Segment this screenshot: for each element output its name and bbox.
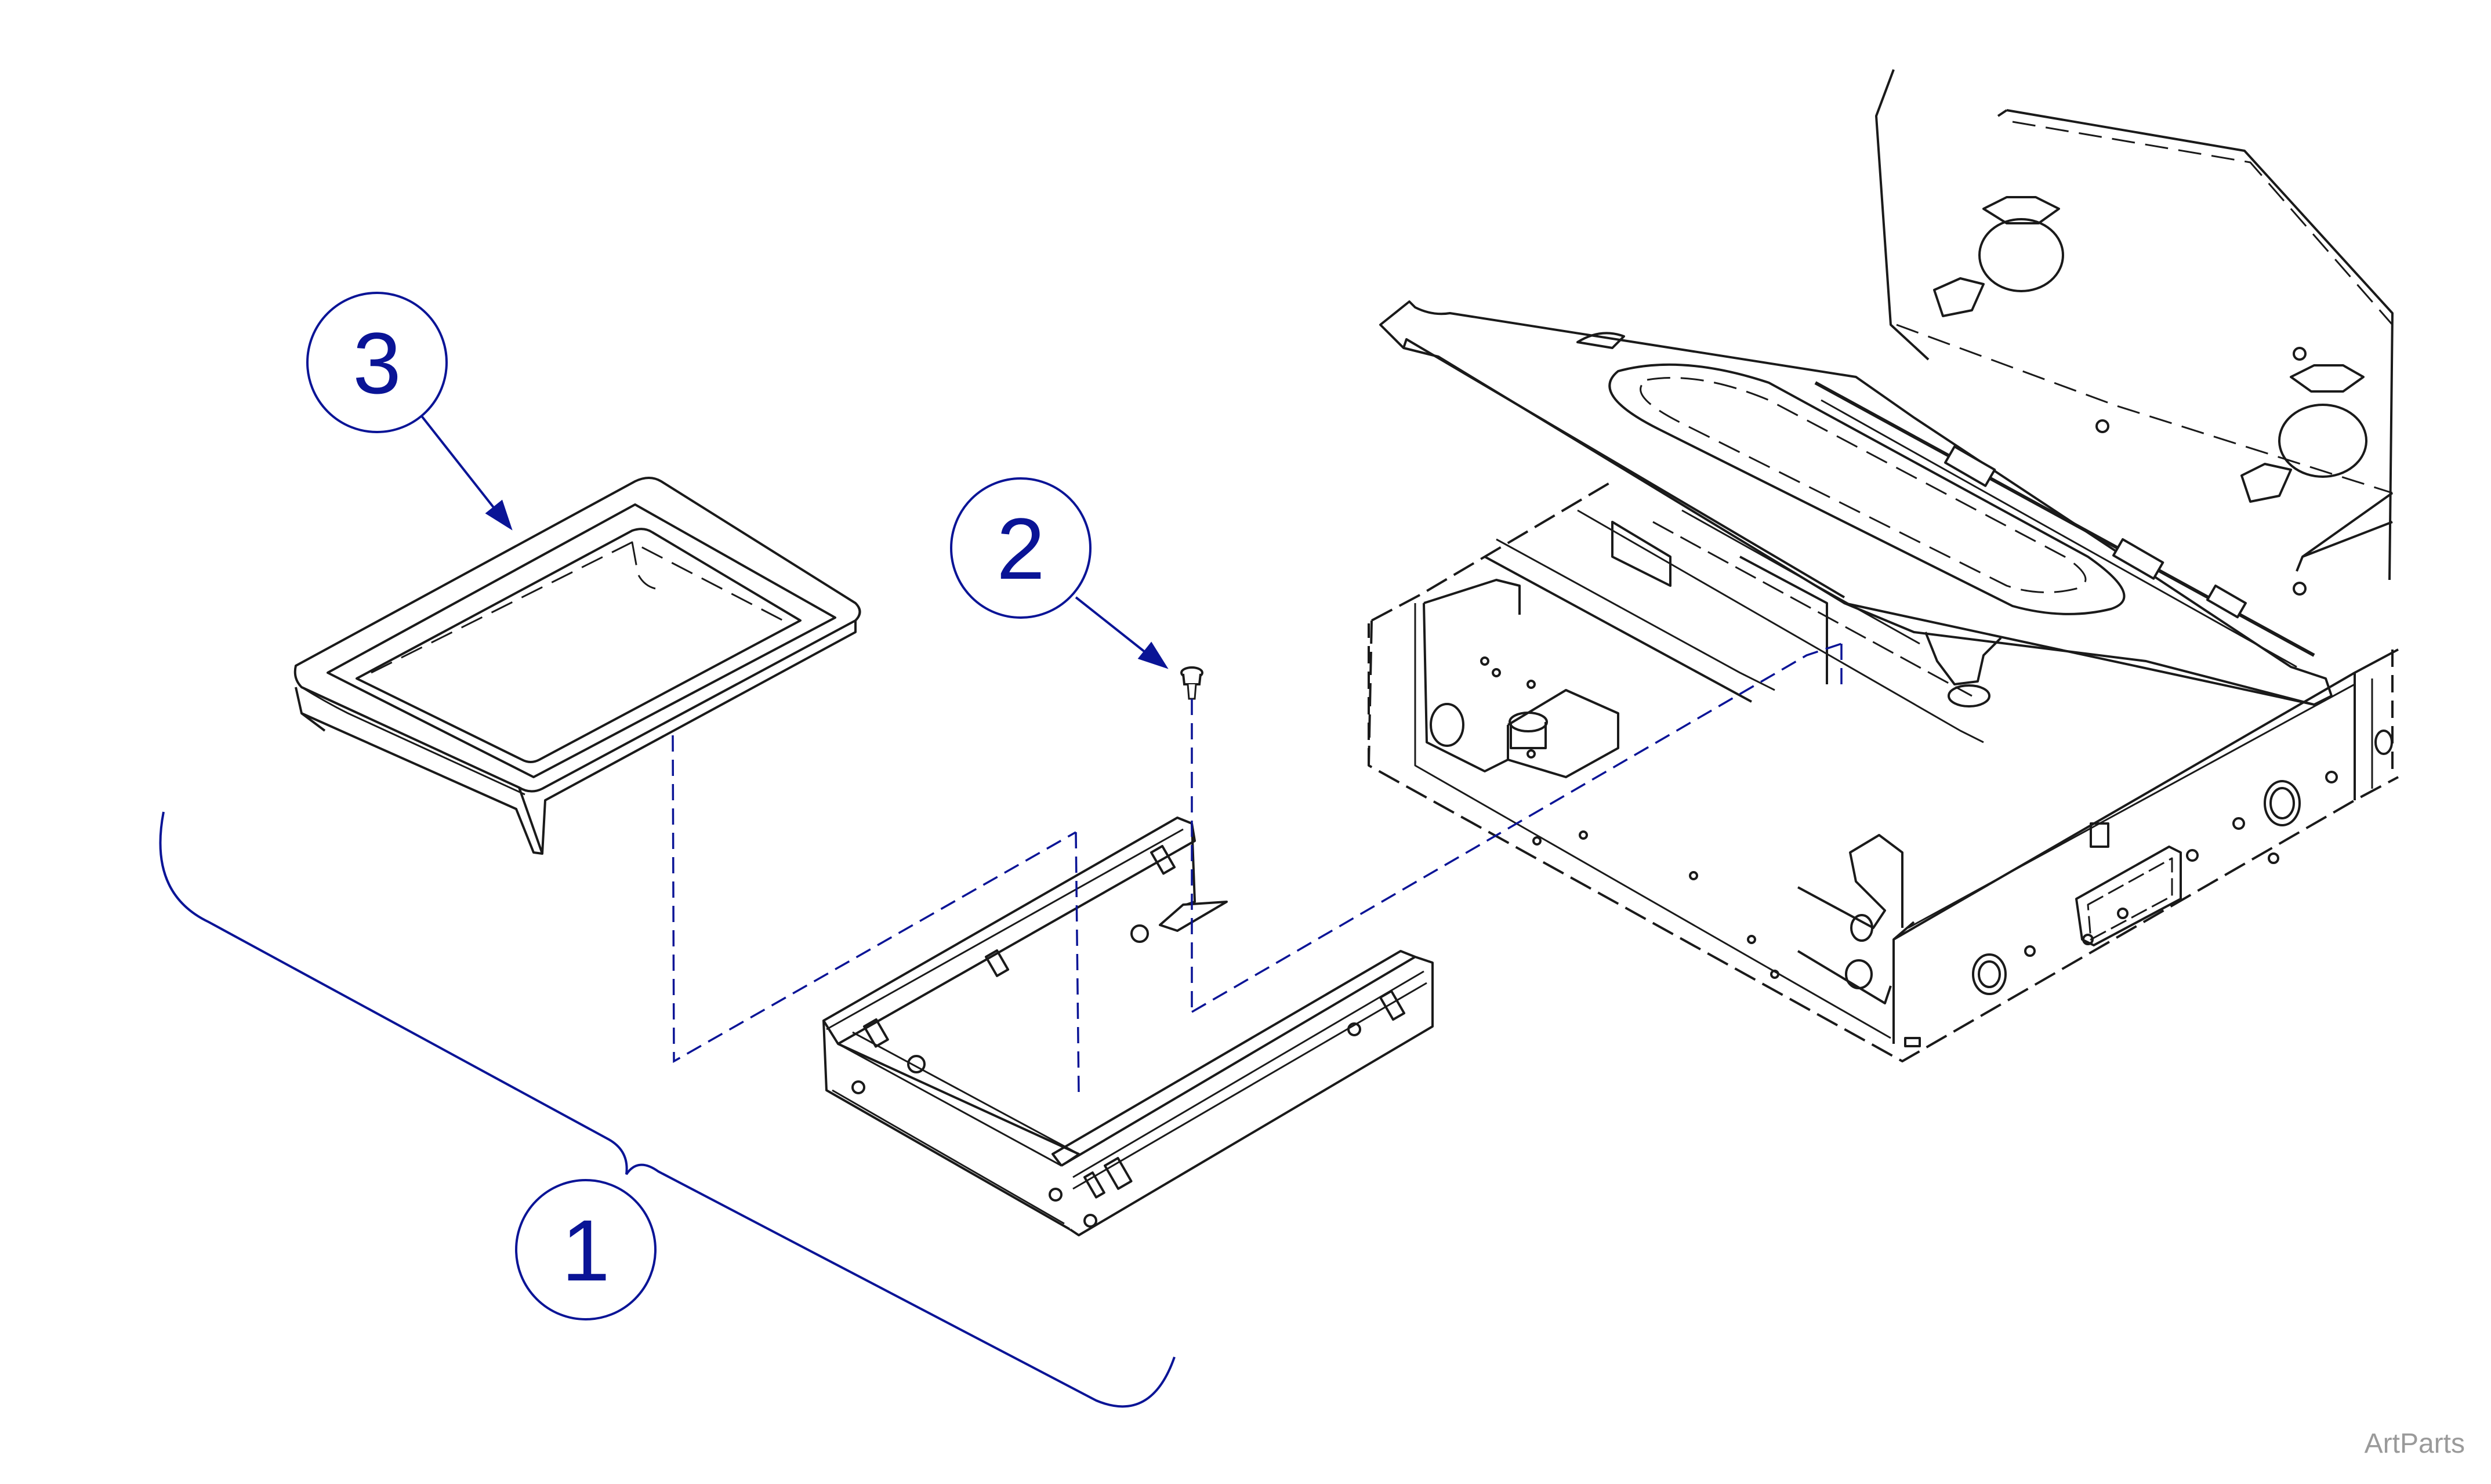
callout-2: 2 (950, 477, 1092, 619)
callout-3: 3 (306, 292, 448, 433)
tray-part (293, 477, 861, 855)
callout-arrows (419, 413, 1169, 669)
explode-lines (672, 643, 1843, 1094)
callout-1: 1 (515, 1179, 657, 1320)
screw-part (1180, 666, 1203, 700)
callout-3-label: 3 (353, 314, 401, 412)
callout-2-label: 2 (996, 500, 1045, 597)
callout-1-circle (515, 1179, 657, 1320)
callout-2-circle (950, 477, 1092, 619)
assembly-bracket (159, 811, 1176, 1408)
callout-1-label: 1 (561, 1202, 610, 1299)
artparts-watermark: ArtParts (2365, 1428, 2465, 1459)
drawer-frame-part (822, 817, 1434, 1236)
callout-3-circle (306, 292, 448, 433)
chair-base-assembly (1368, 69, 2399, 1062)
